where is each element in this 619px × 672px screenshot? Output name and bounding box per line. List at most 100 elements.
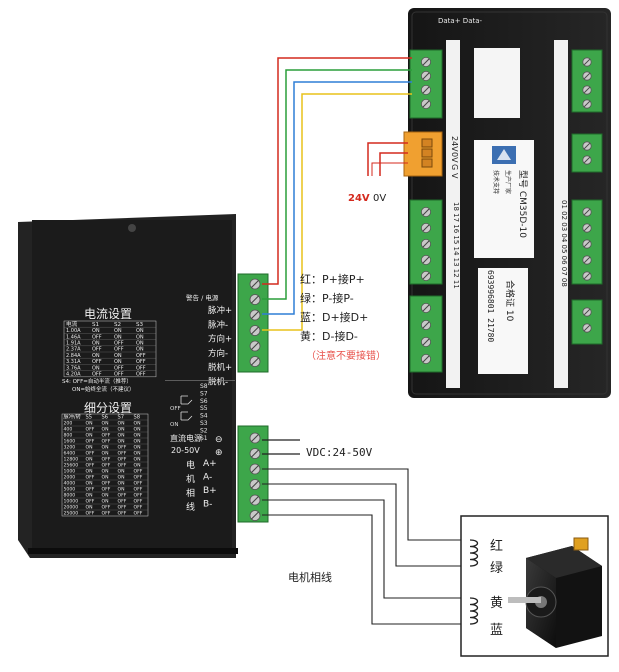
- microstep-table-cell: ON: [134, 427, 141, 433]
- microstep-table-cell: ON: [118, 439, 125, 445]
- microstep-table-cell: ON: [102, 475, 109, 481]
- microstep-table-cell: ON: [134, 457, 141, 463]
- motor-phase-vertical-label: 电机相线: [186, 459, 195, 513]
- signal-wire: [262, 69, 412, 300]
- microstep-table-cell: OFF: [134, 469, 143, 475]
- microstep-table-cell: 800: [64, 433, 73, 439]
- microstep-table-cell: 8000: [64, 493, 76, 499]
- microstep-table-cell: OFF: [134, 475, 143, 481]
- dip-switch-label: S5: [200, 405, 208, 412]
- microstep-table-cell: ON: [102, 469, 109, 475]
- control-terminal-label: 方向+: [208, 334, 232, 345]
- svg-text:型号 CM35D-10: 型号 CM35D-10: [517, 170, 528, 238]
- dip-switch-label: S6: [200, 398, 208, 405]
- current-table-cell: ON: [92, 328, 100, 334]
- microstep-table-cell: ON: [118, 427, 125, 433]
- current-table-cell: ON: [114, 353, 122, 359]
- driver-body: [18, 214, 238, 558]
- supply-label-0v: 0V: [373, 193, 386, 204]
- current-title: 电流设置: [84, 307, 132, 321]
- microstep-table-cell: OFF: [86, 451, 95, 457]
- current-table-cell: 2.84A: [66, 353, 81, 359]
- signal-wires: [262, 57, 412, 331]
- microstep-table-cell: ON: [134, 439, 141, 445]
- dip-switch-label: S1: [200, 435, 208, 442]
- microstep-table-cell: 25000: [64, 511, 79, 517]
- controller-info-label: [474, 48, 520, 118]
- microstep-table-cell: OFF: [118, 451, 127, 457]
- microstep-table-cell: ON: [102, 499, 109, 505]
- dip-on-label: ON: [170, 422, 178, 428]
- microstep-table-cell: OFF: [86, 499, 95, 505]
- current-table-cell: ON: [136, 328, 144, 334]
- microstep-table-cell: 200: [64, 421, 73, 427]
- microstep-table-cell: ON: [118, 487, 125, 493]
- supply-wire-24v: [367, 142, 408, 176]
- current-table-cell: ON: [92, 353, 100, 359]
- motor-phase-wire: [262, 483, 470, 567]
- motor-wire-label: 电机相线: [288, 570, 332, 584]
- microstep-table-cell: OFF: [86, 475, 95, 481]
- phase-terminal-label: B+: [203, 486, 217, 496]
- controller-qc-sticker: [478, 268, 528, 374]
- svg-text:24V: 24V: [450, 136, 459, 152]
- microstep-table-header: S5: [86, 415, 93, 421]
- microstep-table-cell: 3200: [64, 445, 76, 451]
- microstep-table-cell: ON: [118, 481, 125, 487]
- motor-phase-char: 相: [186, 487, 195, 499]
- motor-phase-char: 机: [186, 473, 195, 485]
- microstep-table-cell: 20000: [64, 505, 79, 511]
- svg-text:0V: 0V: [450, 152, 459, 163]
- microstep-table-cell: ON: [118, 475, 125, 481]
- controller-qc-label: 合格证 10: [504, 280, 516, 322]
- current-table-cell: ON: [136, 341, 144, 347]
- dc-plus-symbol: ⊕: [215, 448, 223, 458]
- microstep-table-cell: 6400: [64, 451, 76, 457]
- current-table-cell: OFF: [92, 372, 102, 378]
- microstep-table-cell: OFF: [102, 511, 111, 517]
- current-table-cell: OFF: [92, 359, 102, 365]
- microstep-title: 细分设置: [84, 401, 132, 415]
- current-table-cell: ON: [114, 359, 122, 365]
- stepper-motor-image: [508, 537, 602, 648]
- controller-right-pins: 01 02 03 04 05 06 07 08: [560, 200, 568, 287]
- microstep-table-cell: 25600: [64, 463, 79, 469]
- power-connector-pin: [421, 148, 433, 158]
- motor-phase-char: 电: [186, 459, 195, 471]
- current-table-cell: ON: [136, 334, 144, 340]
- current-table-cell: ON: [92, 341, 100, 347]
- microstep-table-cell: ON: [118, 433, 125, 439]
- current-table-cell: 3.76A: [66, 365, 81, 371]
- microstep-table-cell: ON: [86, 445, 93, 451]
- current-table-header: 电流: [66, 320, 78, 328]
- power-connector-pin: [421, 158, 433, 168]
- dip-off-icon: [180, 395, 193, 405]
- microstep-table-cell: 12800: [64, 457, 79, 463]
- alarm-power-label: 警告 / 电源: [186, 293, 219, 302]
- motor-phase-wires: [262, 468, 470, 625]
- microstep-table-cell: OFF: [118, 505, 127, 511]
- microstep-table-cell: 2000: [64, 475, 76, 481]
- legend-line-red: 红：P+接P+: [300, 273, 365, 286]
- microstep-table-cell: ON: [102, 445, 109, 451]
- microstep-table-cell: OFF: [102, 463, 111, 469]
- microstep-table-cell: 400: [64, 427, 73, 433]
- microstep-table-cell: OFF: [86, 511, 95, 517]
- controller-bottom-pins: 10 09 08 07 06: [546, 300, 554, 354]
- microstep-table-cell: OFF: [118, 511, 127, 517]
- microstep-table-cell: 4000: [64, 481, 76, 487]
- current-table-cell: 3.31A: [66, 359, 81, 365]
- current-table-header: S3: [136, 322, 144, 328]
- dip-off-label: OFF: [170, 406, 181, 412]
- microstep-table-cell: OFF: [102, 487, 111, 493]
- microstep-table-cell: OFF: [102, 433, 111, 439]
- microstep-table-cell: OFF: [118, 493, 127, 499]
- microstep-table-cell: ON: [102, 493, 109, 499]
- motor-color-green: 绿: [490, 561, 503, 576]
- legend-line-yellow: 黄：D-接D-: [300, 329, 358, 343]
- current-table-cell: 2.37A: [66, 347, 81, 353]
